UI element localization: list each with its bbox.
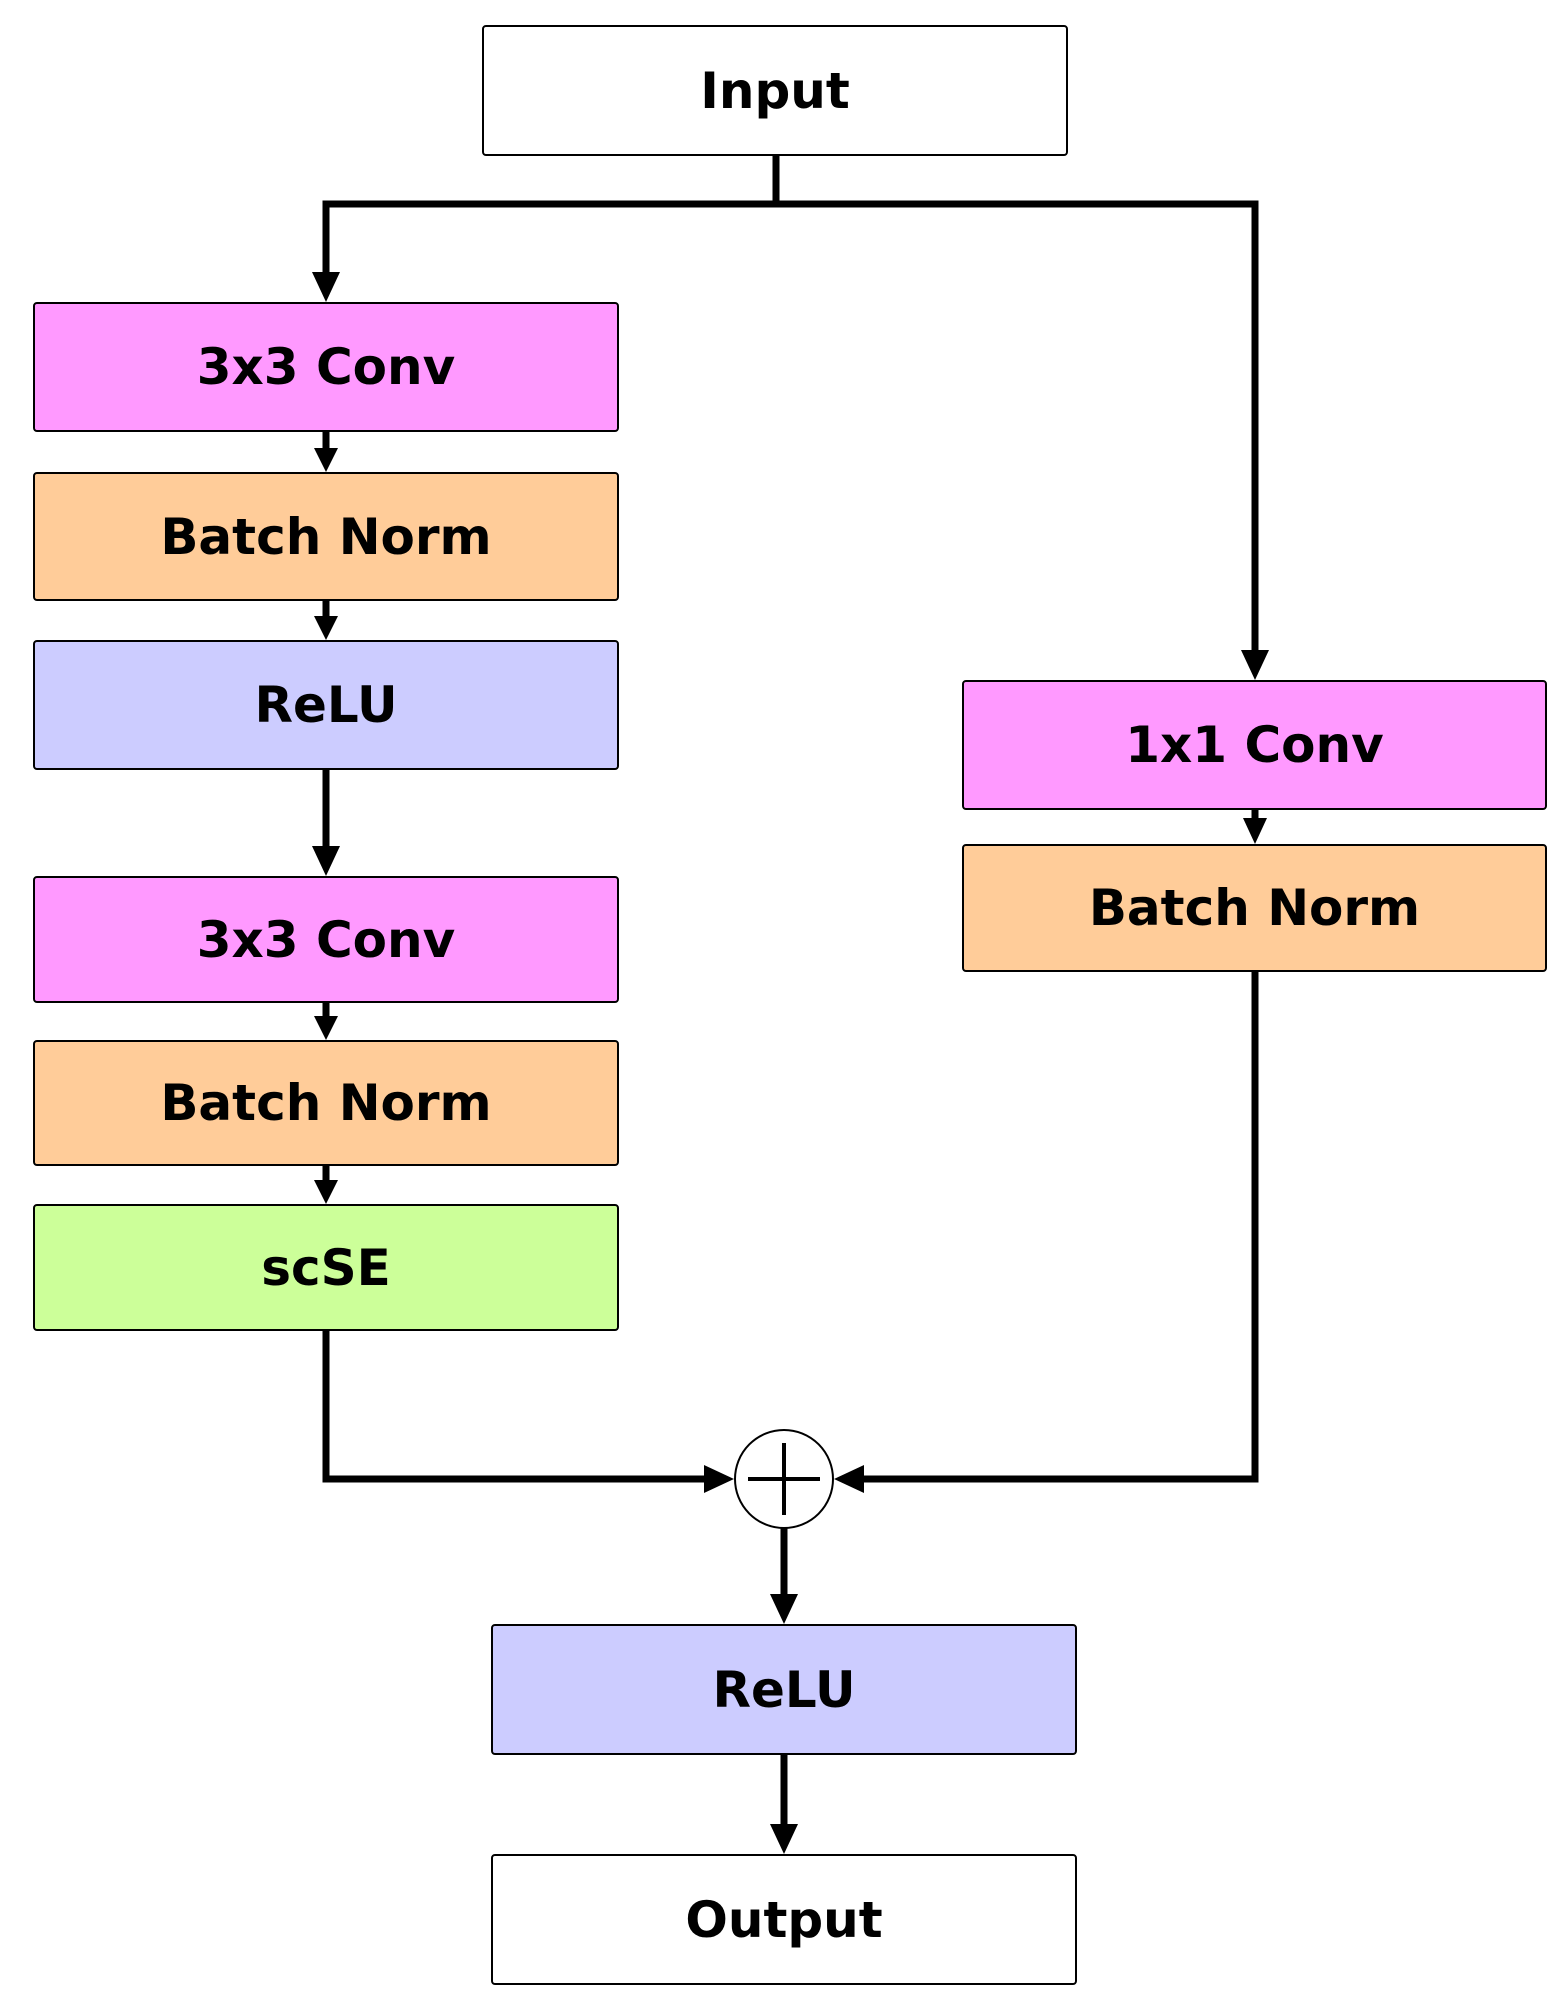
main-branch-arrowhead bbox=[312, 272, 340, 302]
output-relu-node: ReLU bbox=[491, 1624, 1077, 1755]
main-relu-node: ReLU bbox=[33, 640, 619, 770]
split-to-skip-branch-line bbox=[776, 200, 1259, 650]
skip-batchnorm-label: Batch Norm bbox=[1088, 879, 1421, 937]
skip-branch-arrowhead bbox=[1241, 650, 1269, 680]
conv2-to-bn2-arrowhead bbox=[314, 1016, 338, 1040]
conv1-to-bn1-arrowhead bbox=[314, 448, 338, 472]
sum-to-relu-arrowhead bbox=[770, 1594, 798, 1624]
main-conv3x3-label-1: 3x3 Conv bbox=[196, 338, 456, 396]
scse-label: scSE bbox=[261, 1238, 391, 1297]
main-conv3x3-node-2: 3x3 Conv bbox=[33, 876, 619, 1003]
relu-to-output-arrowhead bbox=[770, 1824, 798, 1854]
plus-icon bbox=[734, 1429, 834, 1529]
relu-to-conv2-arrowhead bbox=[312, 846, 340, 876]
skip-to-sum-arrowhead bbox=[834, 1465, 864, 1493]
main-batchnorm-label-2: Batch Norm bbox=[160, 1074, 492, 1132]
main-batchnorm-label-1: Batch Norm bbox=[160, 507, 492, 566]
main-batchnorm-node-2: Batch Norm bbox=[33, 1040, 619, 1166]
skip-conv-to-bn-arrowhead bbox=[1243, 818, 1267, 844]
skip-bn-to-sum-line bbox=[862, 972, 1259, 1483]
main-batchnorm-node-1: Batch Norm bbox=[33, 472, 619, 601]
skip-batchnorm-node: Batch Norm bbox=[962, 844, 1547, 972]
scse-to-sum-arrowhead bbox=[704, 1465, 734, 1493]
output-relu-label: ReLU bbox=[712, 1660, 856, 1719]
split-to-main-branch-line bbox=[322, 200, 776, 272]
output-label: Output bbox=[685, 1890, 883, 1949]
main-relu-label: ReLU bbox=[254, 676, 398, 734]
bn1-to-relu-arrowhead bbox=[314, 616, 338, 640]
bn2-to-scse-arrowhead bbox=[314, 1180, 338, 1204]
input-node: Input bbox=[482, 25, 1068, 156]
main-conv3x3-label-2: 3x3 Conv bbox=[196, 910, 456, 969]
skip-conv1x1-node: 1x1 Conv bbox=[962, 680, 1547, 810]
output-node: Output bbox=[491, 1854, 1077, 1985]
input-label: Input bbox=[700, 61, 850, 120]
main-conv3x3-node-1: 3x3 Conv bbox=[33, 302, 619, 432]
scse-to-sum-line bbox=[322, 1331, 706, 1483]
skip-conv1x1-label: 1x1 Conv bbox=[1125, 716, 1384, 774]
scse-node: scSE bbox=[33, 1204, 619, 1331]
